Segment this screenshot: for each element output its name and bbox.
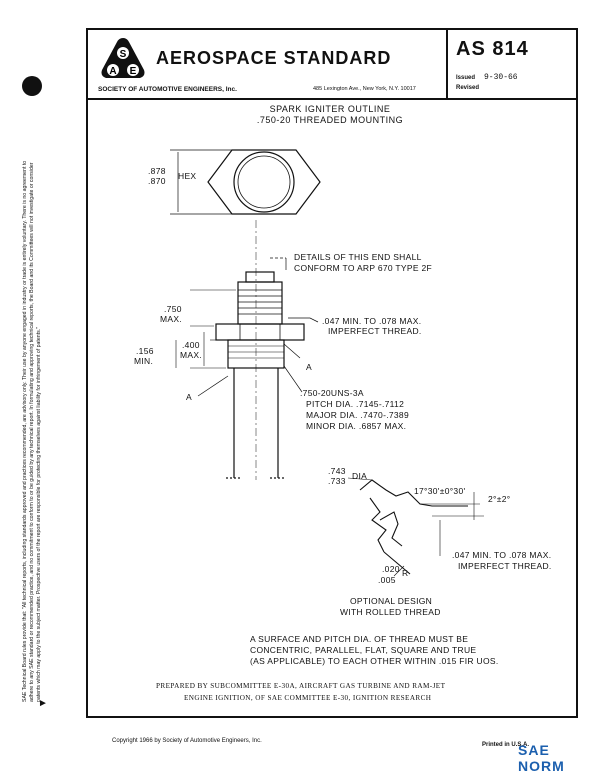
logo-letter-e: E [130, 66, 137, 77]
header-divider [86, 98, 578, 100]
dia-743: .743 [328, 466, 346, 476]
dim-400-max: MAX. [180, 350, 202, 360]
optional-design-line1: OPTIONAL DESIGN [350, 596, 433, 606]
imperfect-thread-upper-line2: IMPERFECT THREAD. [328, 326, 422, 336]
note-line3: (AS APPLICABLE) TO EACH OTHER WITHIN .01… [250, 656, 499, 666]
radius-005: .005 [378, 575, 396, 585]
concentricity-note: A SURFACE AND PITCH DIA. OF THREAD MUST … [250, 634, 499, 667]
prepared-by: PREPARED BY SUBCOMMITTEE E-30A, AIRCRAFT… [156, 680, 445, 704]
dim-750-max: MAX. [160, 314, 182, 324]
sae-norm-watermark: SAE NORM [518, 742, 565, 774]
logo-letter-s: S [120, 49, 127, 60]
issued-label: Issued [456, 75, 476, 81]
note-line1: A SURFACE AND PITCH DIA. OF THREAD MUST … [250, 634, 469, 644]
hex-outline [207, 149, 321, 215]
society-name: SOCIETY OF AUTOMOTIVE ENGINEERS, Inc. [98, 86, 237, 93]
binder-hole [22, 76, 42, 96]
datum-a-right: A [306, 362, 312, 372]
hex-flange [215, 323, 305, 341]
hex-inner-circle [233, 151, 295, 213]
drawing-title-line2: .750-20 THREADED MOUNTING [256, 115, 404, 125]
hex-dim-upper: .878 [148, 166, 166, 176]
document-frame [86, 28, 578, 718]
dim-156-min: MIN. [134, 356, 154, 366]
contact-end [237, 281, 283, 325]
thread-angle: 17°30'±0°30' [414, 486, 466, 496]
pitch-diameter: PITCH DIA. .7145-.7112 [306, 399, 405, 409]
issued-date: 9-30-66 [484, 73, 518, 82]
drawing-title-line1: SPARK IGNITER OUTLINE [269, 104, 391, 114]
minor-diameter: MINOR DIA. .6857 MAX. [306, 421, 407, 431]
hex-dim-lower: .870 [148, 176, 166, 186]
datum-a-left: A [186, 392, 192, 402]
details-note-line2: CONFORM TO ARP 670 TYPE 2F [294, 263, 433, 273]
drawing-title: SPARK IGNITER OUTLINE .750-20 THREADED M… [200, 104, 460, 126]
prepared-line1: PREPARED BY SUBCOMMITTEE E-30A, AIRCRAFT… [156, 682, 446, 690]
society-address: 485 Lexington Ave., New York, N.Y. 10017 [313, 86, 416, 92]
rolled-thread-detail [347, 477, 484, 577]
document-title: AEROSPACE STANDARD [156, 48, 392, 68]
hex-label: HEX [178, 171, 197, 181]
imperfect-thread-upper-line1: .047 MIN. TO .078 MAX. [322, 316, 422, 326]
logo-letter-a: A [109, 66, 116, 77]
dim-400: .400 [182, 340, 200, 350]
prepared-line2: ENGINE IGNITION, OF SAE COMMITTEE E-30, … [184, 694, 432, 702]
dia-733: .733 [328, 476, 346, 486]
optional-design-line2: WITH ROLLED THREAD [340, 607, 441, 617]
major-diameter: MAJOR DIA. .7470-.7389 [306, 410, 409, 420]
dim-156: .156 [136, 346, 154, 356]
document-number: AS 814 [456, 38, 529, 60]
details-note-line1: DETAILS OF THIS END SHALL [294, 252, 422, 262]
sae-logo: S A E [101, 38, 145, 78]
margin-arrow-icon: ► [38, 698, 48, 709]
thread-taper-angle: 2°±2° [488, 494, 511, 504]
thread-spec: .750-20UNS-3A [300, 388, 364, 398]
revised-label: Revised [456, 85, 480, 91]
radius-label: R [402, 568, 409, 578]
copyright: Copyright 1966 by Society of Automotive … [112, 738, 262, 744]
dim-750: .750 [164, 304, 182, 314]
header-vertical-divider [446, 28, 448, 98]
dia-label: DIA [352, 471, 368, 481]
printed-in: Printed in U.S.A. [482, 742, 530, 748]
note-line2: CONCENTRIC, PARALLEL, FLAT, SQUARE AND T… [250, 645, 477, 655]
radius-020: .020 [382, 564, 400, 574]
hex-bore-circle [237, 155, 291, 209]
imperfect-thread-lower-line2: IMPERFECT THREAD. [458, 561, 552, 571]
imperfect-thread-lower-line1: .047 MIN. TO .078 MAX. [452, 550, 552, 560]
